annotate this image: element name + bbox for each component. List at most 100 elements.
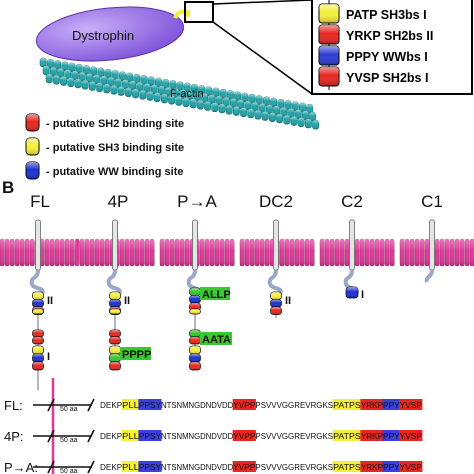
sequence-segment: YRKP — [361, 463, 383, 472]
actin-subunit-shade — [227, 90, 234, 100]
factin-filament — [39, 57, 320, 130]
break-mark — [47, 460, 55, 474]
site-cylinder-shade — [32, 362, 44, 370]
sequence-segment: YVPP — [233, 401, 255, 410]
motif-highlight — [232, 430, 256, 441]
actin-subunit-shade — [172, 88, 179, 98]
motif-highlight — [382, 399, 401, 410]
actin-subunit-shade — [266, 104, 273, 114]
sequence-segment: YRKP — [361, 401, 383, 410]
actin-subunit-shade — [64, 69, 71, 79]
actin-subunit-shade — [97, 68, 104, 77]
actin-subunit-shade — [256, 95, 263, 105]
actin-subunit-shade — [165, 87, 172, 97]
actin-subunit-shade — [125, 87, 132, 97]
sequence-segment: DEKP — [100, 463, 122, 472]
sequence-segment: YVPP — [233, 463, 255, 472]
dystrophin-tail — [173, 9, 191, 20]
actin-subunit-shade — [112, 70, 119, 80]
membrane-shade — [400, 239, 474, 266]
site-cylinder-shade — [189, 309, 201, 314]
actin-subunit-shade — [100, 76, 107, 85]
actin-subunit-shade — [57, 68, 64, 78]
actin-subunit-shade — [43, 66, 50, 75]
site-cylinder-shade — [32, 330, 44, 337]
site-cylinder-shade — [189, 303, 201, 311]
zoom-line-bottom — [212, 21, 313, 95]
site-cylinder-shade — [189, 346, 201, 354]
actin-subunit-shade — [175, 96, 182, 106]
motif-highlight — [232, 399, 256, 410]
sequence-segment: PPSY — [139, 463, 162, 472]
actin-subunit-shade — [118, 86, 125, 96]
break-mark — [87, 429, 95, 443]
actin-subunit-shade — [190, 99, 197, 108]
actin-subunit-shade — [247, 109, 254, 118]
actin-subunit-shade — [198, 85, 205, 95]
zoom-box — [184, 1, 214, 23]
actin-subunit-shade — [194, 92, 201, 102]
actin-subunit-shade — [259, 103, 266, 113]
site-label: II — [47, 295, 53, 307]
actin-subunit-shade — [302, 111, 309, 120]
actin-subunit-shade — [60, 76, 67, 86]
skip-label: 50 aa — [60, 468, 78, 474]
actin-subunit-shade — [71, 71, 79, 80]
inset-site-shade — [319, 67, 339, 86]
actin-subunit-shade — [74, 79, 82, 88]
zoom-line-top — [212, 0, 313, 5]
actin-subunit-shade — [179, 89, 187, 99]
sequence-segment: YVPP — [233, 432, 255, 441]
actin-subunit-shade — [115, 78, 122, 88]
tm-helix — [35, 219, 41, 271]
actin-subunit-shade — [68, 63, 76, 72]
actin-subunit-shade — [283, 115, 290, 125]
actin-subunit-shade — [309, 112, 316, 122]
inset-site-shade — [319, 4, 339, 23]
actin-subunit-shade — [251, 102, 259, 112]
actin-subunit-shade — [292, 101, 299, 111]
actin-subunit-shade — [244, 101, 251, 110]
site-cylinder-shade — [109, 337, 121, 344]
sequence-segment: PSVVVGGREVRGKS — [255, 463, 333, 472]
actin-subunit-shade — [218, 104, 226, 113]
actin-subunit-shade — [287, 108, 295, 118]
actin-subunit-shade — [169, 80, 176, 90]
site-cylinder-shade — [270, 307, 282, 315]
actin-subunit-shade — [233, 106, 240, 116]
actin-subunit-shade — [119, 71, 126, 81]
site-cylinder-shade — [109, 309, 121, 314]
motif-highlight — [332, 399, 362, 410]
actin-subunit-shade — [240, 107, 247, 117]
site-cylinder-shade — [189, 330, 201, 337]
sequence-segment: YVSP — [400, 432, 422, 441]
motif-highlight — [138, 430, 162, 441]
actin-subunit-shade — [241, 93, 248, 102]
dystrophin-label: Dystrophin — [72, 28, 134, 43]
factin-label: F-actin — [170, 88, 204, 100]
motif-highlight — [121, 461, 140, 472]
motif-highlight — [121, 399, 140, 410]
legend-swatch-shade — [26, 162, 39, 179]
sequence-segment: PPY — [383, 432, 400, 441]
sequence-row-label: FL: — [4, 398, 23, 413]
actin-subunit-shade — [299, 103, 306, 112]
actin-subunit-shade — [140, 75, 148, 85]
site-cylinder-shade — [270, 292, 282, 300]
tm-helix — [429, 219, 435, 271]
sequence-row-label: P→A: — [4, 460, 38, 474]
site-cylinder-shade — [189, 295, 201, 303]
motif-highlight — [382, 461, 401, 472]
actin-subunit-shade — [182, 97, 190, 107]
juxtamembrane-hook — [106, 269, 122, 295]
actin-subunit-shade — [79, 72, 86, 82]
actin-subunit-shade — [298, 117, 305, 127]
actin-subunit-shade — [223, 97, 230, 107]
break-mark — [47, 398, 55, 412]
construct-name: FL — [30, 192, 50, 211]
juxtamembrane-hook — [424, 269, 434, 283]
actin-subunit-shade — [110, 85, 118, 95]
site-label: AATA — [202, 334, 231, 346]
juxtamembrane-hook — [29, 269, 45, 295]
